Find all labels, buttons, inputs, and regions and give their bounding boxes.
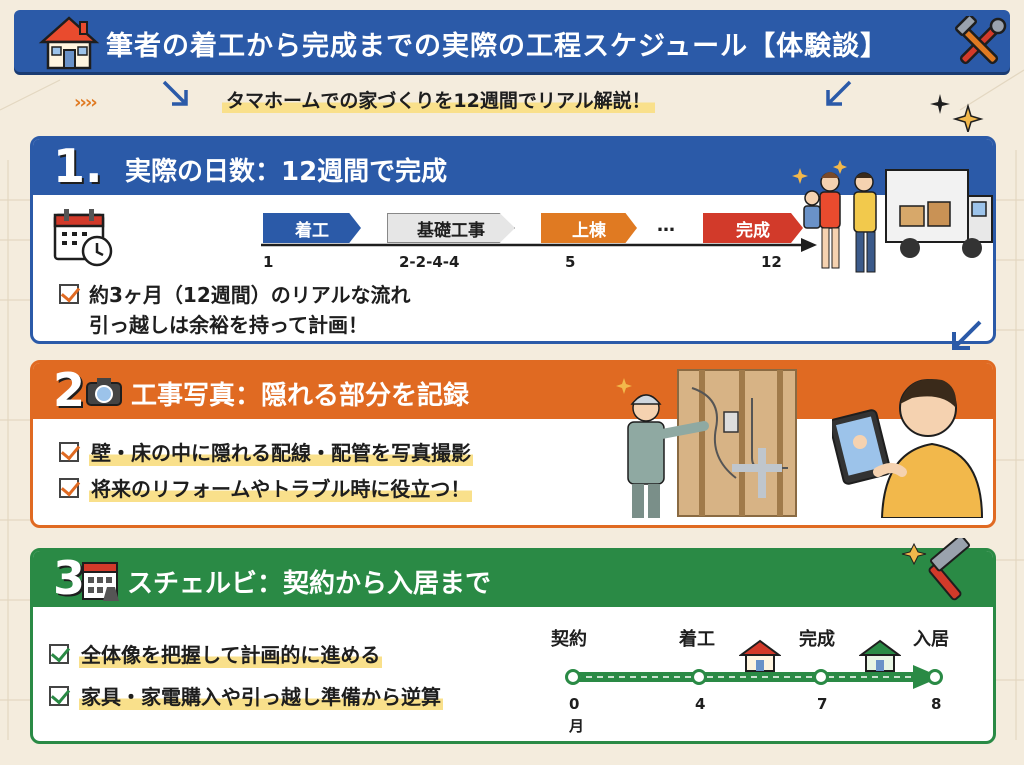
timeline-step-joutou: 上棟 — [541, 213, 637, 243]
timeline-3-dot-keiyaku — [565, 669, 581, 685]
timeline-ellipsis: … — [657, 215, 675, 236]
tools-icon — [954, 16, 1007, 65]
timeline-3-label-kansei: 完成 — [799, 629, 835, 650]
section-2-header: 2 工事写真：隠れる部分を記録 — [33, 363, 993, 419]
section-2-check-1: 壁・床の中に隠れる配線・配管を写真撮影 — [59, 437, 473, 466]
house-small-icon-2 — [859, 639, 901, 672]
timeline-3-dot-nyukyo — [927, 669, 943, 685]
section-1-check-1: 約3ヶ月（12週間）のリアルな流れ — [59, 279, 411, 308]
worker-wiring-illustration — [616, 369, 797, 518]
arrow-down-left-icon-2 — [952, 320, 982, 350]
timeline-3-num-7: 7 — [817, 695, 828, 713]
checkbox-icon — [59, 283, 79, 304]
timeline-step-kiso: 基礎工事 — [387, 213, 515, 243]
timeline-1-line — [261, 238, 817, 252]
timeline-3-unit: 月 — [569, 717, 585, 735]
section-1-number: 1. — [53, 139, 103, 193]
checkbox-icon — [59, 441, 79, 462]
timeline-step-chakou: 着工 — [263, 213, 361, 243]
timeline-3-num-4: 4 — [695, 695, 706, 713]
sparkle-icon — [930, 94, 984, 132]
timeline-num-1: 1 — [263, 253, 274, 271]
section-3-check-1: 全体像を把握して計画的に進める — [49, 639, 383, 668]
section-2-check-2: 将来のリフォームやトラブル時に役立つ！ — [59, 473, 473, 502]
timeline-3-label-nyukyo: 入居 — [913, 629, 949, 650]
hammer-icon — [901, 538, 971, 601]
calendar-clock-icon — [53, 209, 113, 267]
checkbox-icon — [49, 685, 69, 706]
timeline-3-num-8: 8 — [931, 695, 942, 713]
camera-icon — [86, 378, 122, 406]
section-3-check-2: 家具・家電購入や引っ越し準備から逆算 — [49, 681, 443, 710]
subtitle: タマホームでの家づくりを12週間でリアル解説！ — [222, 86, 655, 113]
timeline-3-label-keiyaku: 契約 — [551, 629, 587, 650]
section-3-number: 3 — [53, 551, 86, 605]
calendar-building-icon — [82, 562, 119, 601]
timeline-num-5: 5 — [565, 253, 576, 271]
house-small-icon — [739, 639, 781, 672]
timeline-num-12: 12 — [761, 253, 782, 271]
section-2-number: 2 — [53, 363, 86, 417]
family-moving-truck-illustration — [792, 160, 993, 273]
section-1-title: 実際の日数：12週間で完成 — [125, 157, 448, 187]
timeline-3-dot-chakou — [691, 669, 707, 685]
timeline-3-num-0: 0 — [569, 695, 580, 713]
title-banner: 筆者の着工から完成までの実際の工程スケジュール【体験談】 — [14, 10, 1010, 72]
chevron-arrows-icon: ›››› — [74, 92, 98, 113]
checkbox-icon — [49, 643, 69, 664]
section-2-title: 工事写真：隠れる部分を記録 — [131, 381, 470, 411]
section-3-header: 3 スチェルビ：契約から入居まで — [33, 551, 993, 607]
arrow-down-left-icon — [826, 80, 852, 106]
arrow-down-right-icon — [162, 80, 188, 106]
page-title: 筆者の着工から完成までの実際の工程スケジュール【体験談】 — [106, 31, 889, 62]
house-icon — [38, 16, 100, 70]
section-1-check-2: 引っ越しは余裕を持って計画！ — [89, 313, 368, 337]
section-3-title: スチェルビ：契約から入居まで — [127, 569, 492, 599]
timeline-step-kansei: 完成 — [703, 213, 803, 243]
section-3-card: 3 スチェルビ：契約から入居まで 全体像を把握して計画的に進める 家具・家電購入… — [30, 548, 996, 744]
timeline-num-2: 2-2-4-4 — [399, 253, 460, 271]
checkbox-icon — [59, 477, 79, 498]
timeline-3-label-chakou: 着工 — [679, 629, 715, 650]
person-tablet-illustration — [832, 379, 984, 518]
timeline-3-dot-kansei — [813, 669, 829, 685]
